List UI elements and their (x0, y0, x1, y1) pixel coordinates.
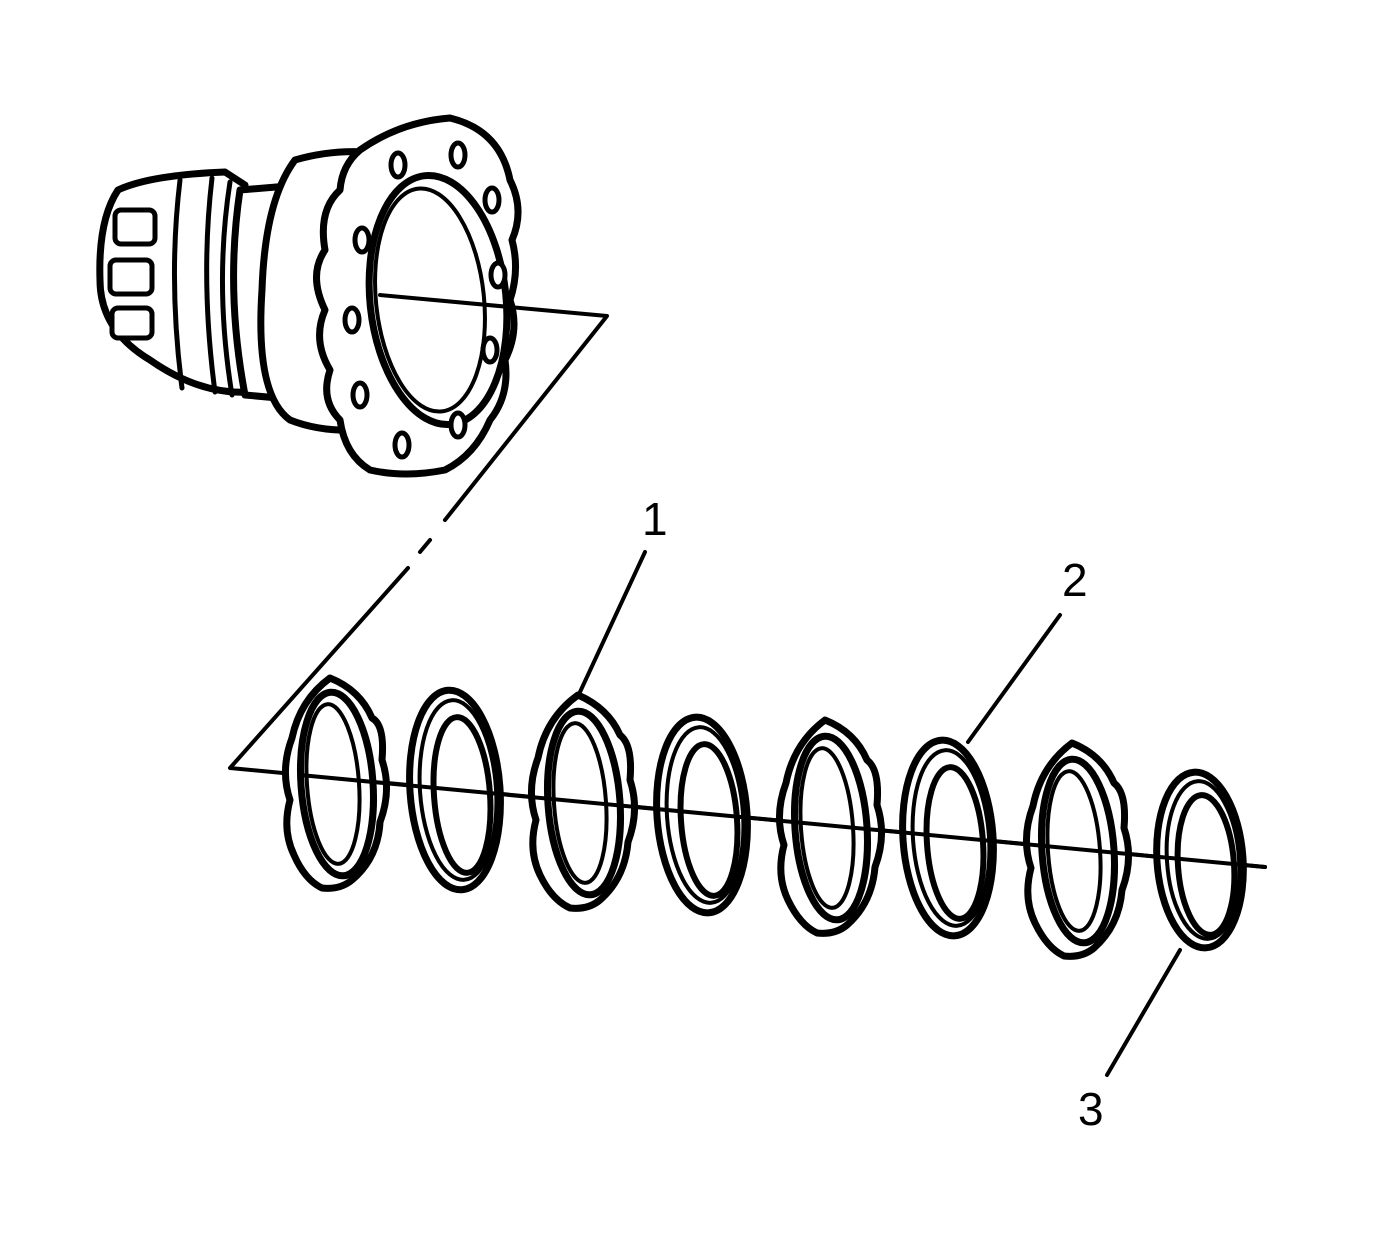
leader-line-1 (578, 550, 647, 694)
clutch-drum-housing (96, 114, 522, 478)
drum-flange (313, 114, 522, 478)
lugged-clutch-plate (1022, 739, 1133, 960)
leader-line-3 (1105, 948, 1182, 1077)
clutch-pack (281, 674, 1267, 960)
lugged-clutch-plate (281, 674, 391, 892)
leader-line-2 (966, 613, 1062, 744)
callout-label-3: 3 (1078, 1083, 1104, 1135)
friction-ring (406, 686, 504, 894)
callouts: 1 2 3 (578, 493, 1182, 1135)
assembly-axis (298, 773, 1267, 869)
callout-label-1: 1 (642, 493, 668, 545)
splined-hub (96, 168, 254, 398)
callout-label-2: 2 (1062, 554, 1088, 606)
